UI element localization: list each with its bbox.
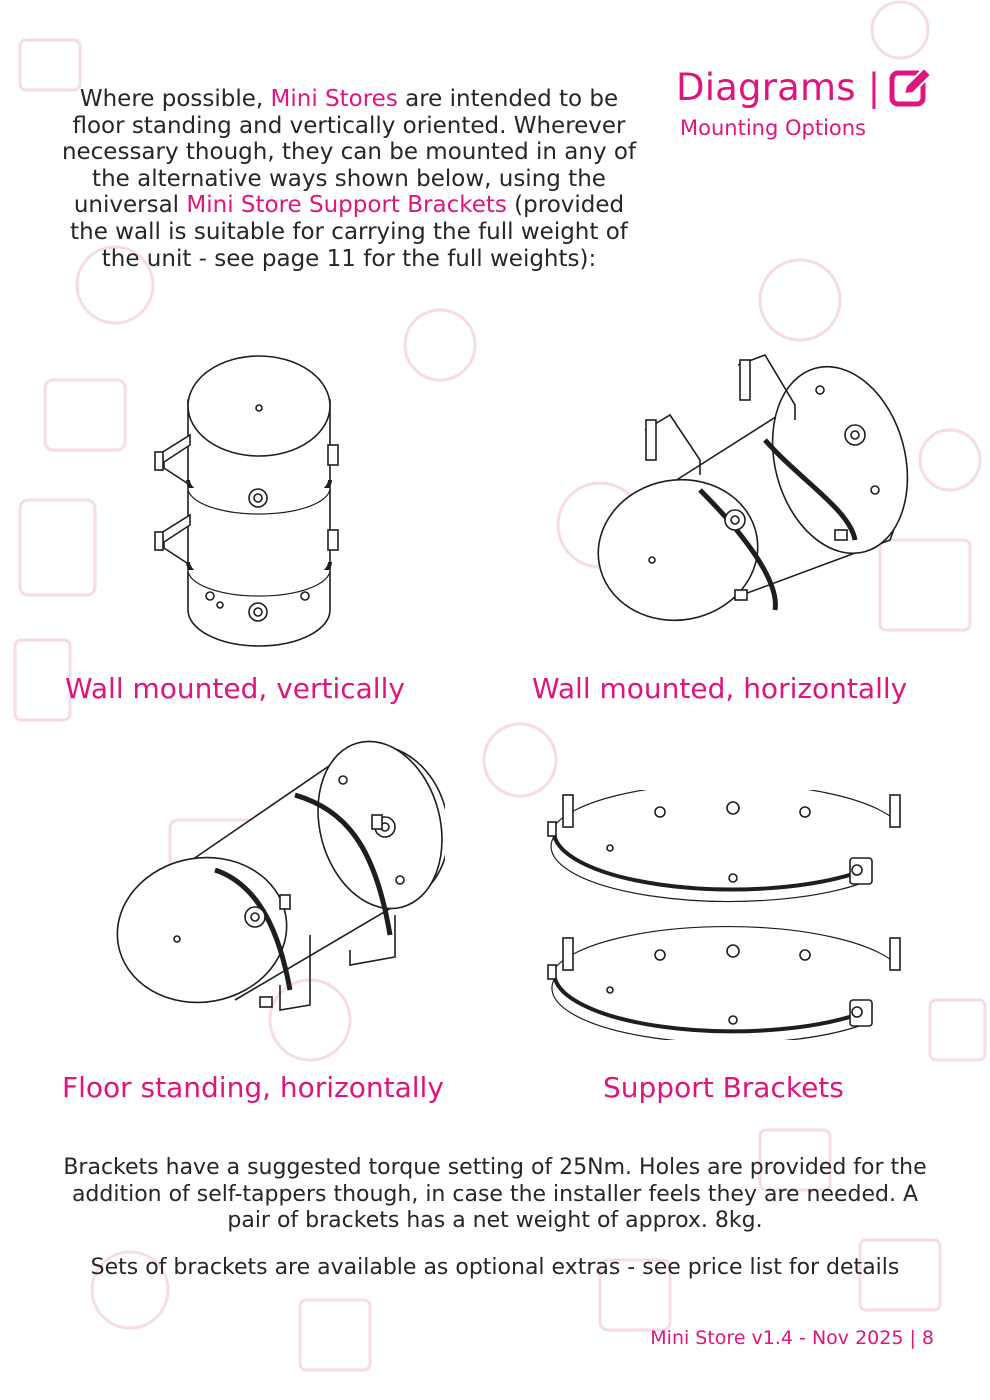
page-subtitle: Mounting Options [680,116,866,140]
page-title: Diagrams | [676,65,881,109]
wall-mounted-vertical-diagram [154,355,339,647]
page-header: Diagrams | Mounting Options [676,64,976,140]
wall-mounted-horizontal-diagram [597,354,909,622]
intro-paragraph: Where possible, Mini Stores are intended… [58,86,640,272]
support-brackets-highlight: Mini Store Support Brackets [186,192,507,219]
intro-text-2: are intended to be floor standing and ve… [61,86,637,219]
bracket-notes: Brackets have a suggested torque setting… [60,1155,930,1281]
mini-stores-highlight: Mini Stores [270,86,398,112]
caption-support-brackets: Support Brackets [603,1071,844,1104]
notes-paragraph-torque: Brackets have a suggested torque setting… [63,1155,927,1234]
notes-paragraph-extras: Sets of brackets are available as option… [90,1254,900,1280]
support-brackets-diagram [547,790,901,1040]
caption-floor-horizontal: Floor standing, horizontally [62,1071,444,1104]
intro-text-1: Where possible, [79,86,271,112]
floor-standing-horizontal-diagram [116,740,445,1011]
edit-icon [889,66,933,107]
intro-text-3: (provided the wall is suitable for carry… [70,192,628,272]
page-footer: Mini Store v1.4 - Nov 2025 | 8 [650,1327,934,1349]
caption-wall-horizontal: Wall mounted, horizontally [532,672,908,705]
caption-wall-vertical: Wall mounted, vertically [65,672,405,705]
